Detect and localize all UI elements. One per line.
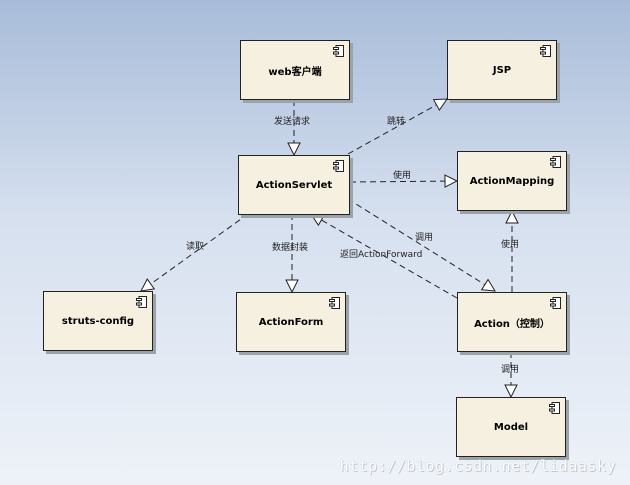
edge-redirect (347, 99, 447, 155)
edge-use-mapping (349, 181, 457, 182)
node-action-form-label: ActionForm (258, 316, 324, 328)
edge-invoke-action (347, 198, 495, 291)
node-jsp-label: JSP (492, 64, 512, 76)
uml-component-icon (550, 156, 561, 168)
node-action-mapping-label: ActionMapping (469, 175, 555, 187)
node-web-client-label: web客户端 (268, 66, 322, 78)
edge-return-forward (311, 214, 458, 299)
node-action-form: ActionForm (236, 292, 346, 352)
edge-label-invoke-action: 调用 (415, 233, 434, 243)
edge-label-redirect: 跳转 (387, 117, 406, 127)
node-action-mapping: ActionMapping (457, 151, 567, 211)
edge-label-return-forward: 返回ActionForward (340, 250, 423, 260)
node-jsp: JSP (447, 40, 557, 100)
edge-label-invoke-model: 调用 (501, 365, 520, 375)
node-action: Action（控制） (457, 292, 567, 352)
node-action-servlet: ActionServlet (238, 155, 350, 215)
uml-component-icon (540, 45, 551, 57)
edge-label-use-from-action: 使用 (501, 240, 520, 250)
edge-label-data-encapsulate: 数据封装 (272, 243, 309, 253)
node-model-label: Model (493, 421, 529, 433)
uml-component-icon (333, 160, 344, 172)
node-struts-config-label: struts-config (61, 315, 135, 327)
edge-label-send-request: 发送请求 (274, 117, 311, 127)
uml-component-icon (550, 297, 561, 309)
watermark: http://blog.csdn.net/lidaasky (339, 457, 616, 475)
node-struts-config: struts-config (43, 291, 153, 351)
uml-component-icon (333, 45, 344, 57)
uml-component-icon (329, 297, 340, 309)
uml-component-icon (136, 296, 147, 308)
edge-read (141, 213, 249, 291)
node-model: Model (456, 397, 566, 457)
uml-component-icon (549, 402, 560, 414)
node-action-label: Action（控制） (474, 318, 550, 330)
edge-label-read: 读取 (186, 242, 205, 252)
node-action-servlet-label: ActionServlet (255, 179, 333, 191)
edge-label-use-mapping: 使用 (393, 171, 412, 181)
node-web-client: web客户端 (240, 40, 350, 100)
